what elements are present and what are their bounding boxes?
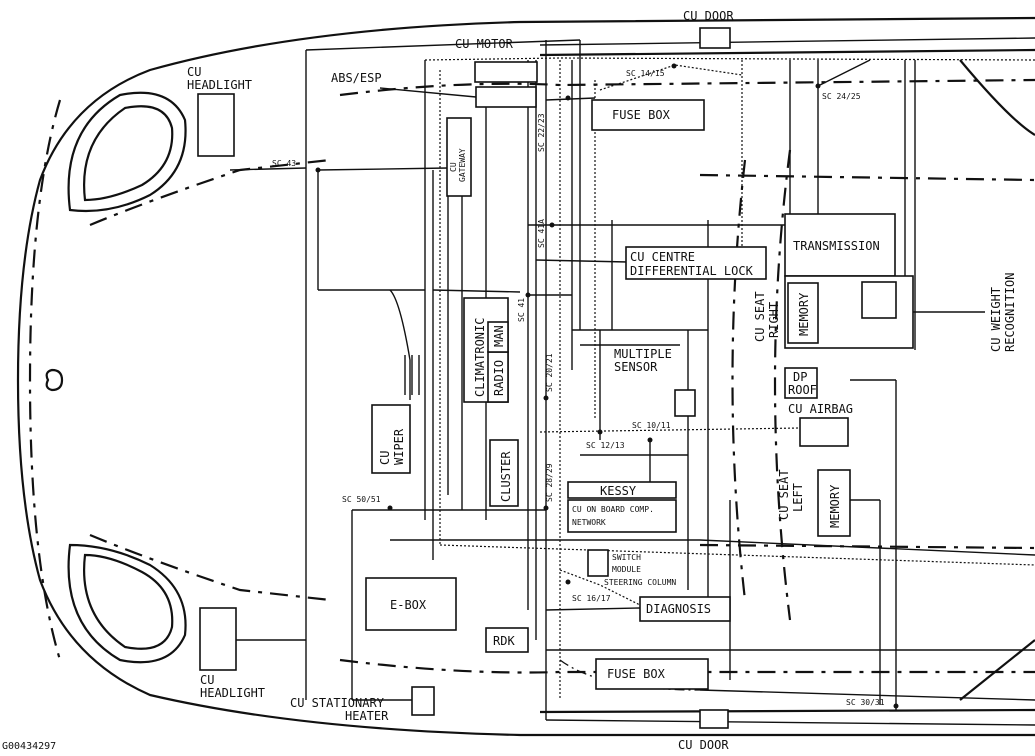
- e-box: E-BOX: [365, 577, 457, 631]
- cu-wiper: CU WIPER: [371, 404, 411, 474]
- svg-text:FUSE BOX: FUSE BOX: [607, 667, 666, 681]
- svg-text:KESSY: KESSY: [600, 484, 637, 498]
- splice-dots: [315, 63, 899, 709]
- headlight-lens-bottom: [67, 543, 187, 664]
- cu-centre-differential-lock: CU CENTRE DIFFERENTIAL LOCK: [625, 246, 767, 280]
- multiple-sensor: MULTIPLE SENSOR: [614, 347, 696, 417]
- svg-text:RADIO: RADIO: [492, 360, 506, 396]
- svg-text:CLUSTER: CLUSTER: [499, 451, 513, 502]
- splice-sc-30-31: SC 30/31: [846, 698, 885, 707]
- svg-text:DIFFERENTIAL LOCK: DIFFERENTIAL LOCK: [630, 264, 754, 278]
- splice-sc-10-11: SC 10/11: [632, 421, 671, 430]
- svg-text:CU: CU: [378, 451, 392, 465]
- climatronic: CLIMATRONIC MAN RADIO: [463, 297, 509, 403]
- cu-headlight-bottom: CU HEADLIGHT: [199, 607, 265, 700]
- svg-text:CU: CU: [200, 673, 214, 687]
- svg-text:HEADLIGHT: HEADLIGHT: [187, 78, 252, 92]
- svg-text:CU ON BOARD COMP.: CU ON BOARD COMP.: [572, 505, 654, 514]
- svg-text:CU MOTOR: CU MOTOR: [455, 37, 514, 51]
- svg-text:SWITCH: SWITCH: [612, 553, 641, 562]
- svg-text:HEADLIGHT: HEADLIGHT: [200, 686, 265, 700]
- cu-stationary-heater: CU STATIONARY HEATER: [290, 686, 435, 723]
- svg-text:ABS/ESP: ABS/ESP: [331, 71, 382, 85]
- dp-roof: DP ROOF: [784, 367, 818, 399]
- svg-text:STEERING COLUMN: STEERING COLUMN: [604, 578, 676, 587]
- svg-text:CU SEAT: CU SEAT: [753, 291, 767, 342]
- splice-sc-14-15: SC 14/15: [626, 69, 665, 78]
- splice-sc-12-13: SC 12/13: [586, 441, 625, 450]
- fuse-box-bottom: FUSE BOX: [595, 658, 709, 690]
- svg-text:HEATER: HEATER: [345, 709, 389, 723]
- svg-text:RECOGNITION: RECOGNITION: [1003, 273, 1017, 352]
- switch-module: SWITCH MODULE STEERING COLUMN: [587, 549, 676, 587]
- splice-sc-43: SC 43: [272, 159, 296, 168]
- svg-text:CU STATIONARY: CU STATIONARY: [290, 696, 385, 710]
- transmission: TRANSMISSION: [784, 213, 896, 277]
- svg-text:SENSOR: SENSOR: [614, 360, 658, 374]
- svg-text:LEFT: LEFT: [791, 483, 805, 512]
- cu-gateway: CU GATEWAY: [446, 117, 472, 197]
- svg-text:MAN: MAN: [492, 325, 506, 347]
- svg-text:CU DOOR: CU DOOR: [678, 738, 729, 752]
- svg-text:CU SEAT: CU SEAT: [777, 469, 791, 520]
- svg-text:FUSE BOX: FUSE BOX: [612, 108, 671, 122]
- rdk: RDK: [485, 627, 529, 653]
- splice-sc-28-29: SC 28/29: [545, 463, 554, 502]
- cu-airbag: CU AIRBAG: [788, 402, 853, 447]
- svg-text:CU: CU: [449, 162, 458, 172]
- svg-text:CU DOOR: CU DOOR: [683, 9, 734, 23]
- splice-labels: SC 14/15 SC 24/25 SC 22/23 SC 43 SC 41A …: [272, 69, 885, 707]
- connector-symbol: [404, 355, 420, 395]
- svg-text:CU WEIGHT: CU WEIGHT: [989, 287, 1003, 352]
- wiring-harness: [229, 37, 1035, 726]
- abs-esp: ABS/ESP: [331, 71, 537, 108]
- svg-text:ROOF: ROOF: [788, 383, 817, 397]
- cu-seat-left: CU SEAT LEFT MEMORY: [777, 469, 851, 537]
- headlight-lens-top: [67, 91, 187, 213]
- splice-sc-41a: SC 41A: [537, 219, 546, 248]
- svg-text:GATEWAY: GATEWAY: [458, 148, 467, 182]
- svg-text:MEMORY: MEMORY: [828, 484, 842, 528]
- svg-text:DIAGNOSIS: DIAGNOSIS: [646, 602, 711, 616]
- svg-text:MEMORY: MEMORY: [797, 292, 811, 336]
- cu-door-bottom: CU DOOR: [678, 709, 729, 752]
- svg-text:RDK: RDK: [493, 634, 515, 648]
- svg-text:CU AIRBAG: CU AIRBAG: [788, 402, 853, 416]
- svg-text:CU CENTRE: CU CENTRE: [630, 250, 695, 264]
- cu-on-board-comp-network: CU ON BOARD COMP. NETWORK: [567, 499, 677, 533]
- splice-sc-50-51: SC 50/51: [342, 495, 381, 504]
- svg-text:DP: DP: [793, 370, 807, 384]
- svg-text:E-BOX: E-BOX: [390, 598, 427, 612]
- svg-text:CLIMATRONIC: CLIMATRONIC: [473, 318, 487, 397]
- figure-id: G00434297: [2, 741, 56, 752]
- cu-headlight-top: CU HEADLIGHT: [187, 65, 252, 157]
- svg-text:RIGHT: RIGHT: [767, 302, 781, 338]
- cu-motor: CU MOTOR: [455, 37, 538, 83]
- splice-sc-22-23: SC 22/23: [537, 113, 546, 152]
- diagnosis: DIAGNOSIS: [639, 596, 731, 622]
- kessy: KESSY: [567, 481, 677, 499]
- svg-text:TRANSMISSION: TRANSMISSION: [793, 239, 880, 253]
- cu-door-top: CU DOOR: [683, 9, 734, 49]
- svg-text:CU: CU: [187, 65, 201, 79]
- splice-sc-24-25: SC 24/25: [822, 92, 861, 101]
- splice-sc-20-21: SC 20/21: [545, 353, 554, 392]
- cu-seat-right: CU SEAT RIGHT MEMORY: [753, 275, 914, 349]
- splice-sc-41: SC 41: [517, 298, 526, 322]
- svg-text:MULTIPLE: MULTIPLE: [614, 347, 672, 361]
- svg-text:NETWORK: NETWORK: [572, 518, 606, 527]
- svg-text:WIPER: WIPER: [392, 428, 406, 465]
- fuse-box-top: FUSE BOX: [591, 99, 705, 131]
- cluster: CLUSTER: [489, 439, 519, 507]
- cu-weight-recognition: CU WEIGHT RECOGNITION: [989, 273, 1017, 352]
- splice-sc-16-17: SC 16/17: [572, 594, 611, 603]
- svg-text:MODULE: MODULE: [612, 565, 641, 574]
